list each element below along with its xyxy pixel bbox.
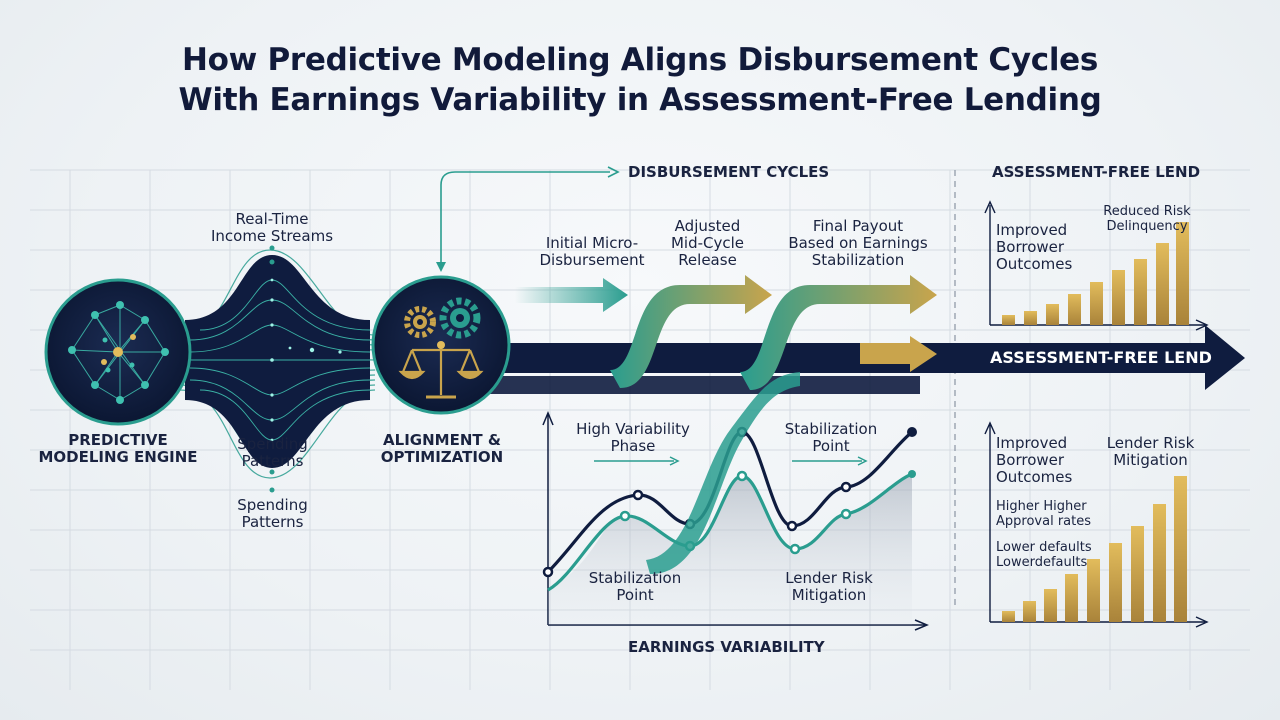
- gear-icon: [404, 297, 481, 339]
- reduced-risk-label: Reduced Risk Delinquency: [1103, 204, 1191, 234]
- alignment-label: ALIGNMENT & OPTIMIZATION: [380, 431, 504, 466]
- stabilization-point-top-label: Stabilization Point: [784, 420, 878, 455]
- stage2-arrow: [610, 275, 772, 388]
- main-arrow-label: ASSESSMENT-FREE LEND: [990, 348, 1212, 367]
- lower-defaults-label: Lower defaults Lowerdefaults: [996, 540, 1092, 570]
- high-variability-phase-label: High Variability Phase: [576, 420, 690, 455]
- input-spending-patterns-2: Spending Patterns: [237, 496, 308, 531]
- cycle-connector: [440, 171, 610, 270]
- stage-final-payout: Final Payout Based on Earnings Stabiliza…: [788, 217, 928, 269]
- disbursement-cycles-header: DISBURSEMENT CYCLES: [628, 163, 830, 181]
- engine-circle: [44, 278, 192, 426]
- input-income-streams: Real-Time Income Streams: [210, 210, 334, 245]
- stabilization-point-bottom-label: Stabilization Point: [588, 569, 682, 604]
- top-panel-header: ASSESSMENT-FREE LEND: [992, 163, 1201, 181]
- rising-connector: [646, 372, 800, 575]
- flow-funnel: [185, 255, 371, 468]
- lender-risk-mitigation-chart-label: Lender Risk Mitigation: [785, 569, 873, 604]
- stage3-arrow: [740, 275, 937, 390]
- alignment-circle: [371, 275, 511, 415]
- stage-initial-disbursement: Initial Micro- Disbursement: [539, 234, 645, 269]
- bottom-improved-outcomes-label: Improved Borrower Outcomes: [996, 434, 1073, 486]
- balance-scale-icon: [398, 343, 484, 399]
- title-line-2: With Earnings Variability in Assessment-…: [178, 82, 1102, 118]
- engine-label: PREDICTIVE MODELING ENGINE: [38, 431, 198, 466]
- teal-end-point: [908, 470, 916, 478]
- bottom-lender-risk-label: Lender Risk Mitigation: [1106, 434, 1195, 469]
- connector-arrowhead-right: [607, 166, 620, 178]
- input-spending-patterns-1: Spending Patterns: [237, 435, 308, 470]
- page-title: How Predictive Modeling Aligns Disbursem…: [0, 40, 1280, 120]
- top-bar-chart: [984, 200, 1209, 331]
- gold-arrow-main: [860, 336, 937, 372]
- top-improved-outcomes-label: Improved Borrower Outcomes: [996, 221, 1073, 273]
- connector-arrowhead-down: [436, 262, 446, 272]
- title-line-1: How Predictive Modeling Aligns Disbursem…: [181, 42, 1099, 78]
- disbursement-arrows: [515, 275, 937, 390]
- bottom-bar-chart: [984, 421, 1209, 628]
- stage-mid-cycle-release: Adjusted Mid-Cycle Release: [670, 217, 745, 269]
- input-nodes: [269, 245, 275, 493]
- navy-end-point: [907, 427, 917, 437]
- higher-approval-label: Higher Higher Approval rates: [996, 499, 1091, 529]
- stage1-arrow: [515, 278, 628, 312]
- earnings-variability-axis-label: EARNINGS VARIABILITY: [628, 638, 825, 656]
